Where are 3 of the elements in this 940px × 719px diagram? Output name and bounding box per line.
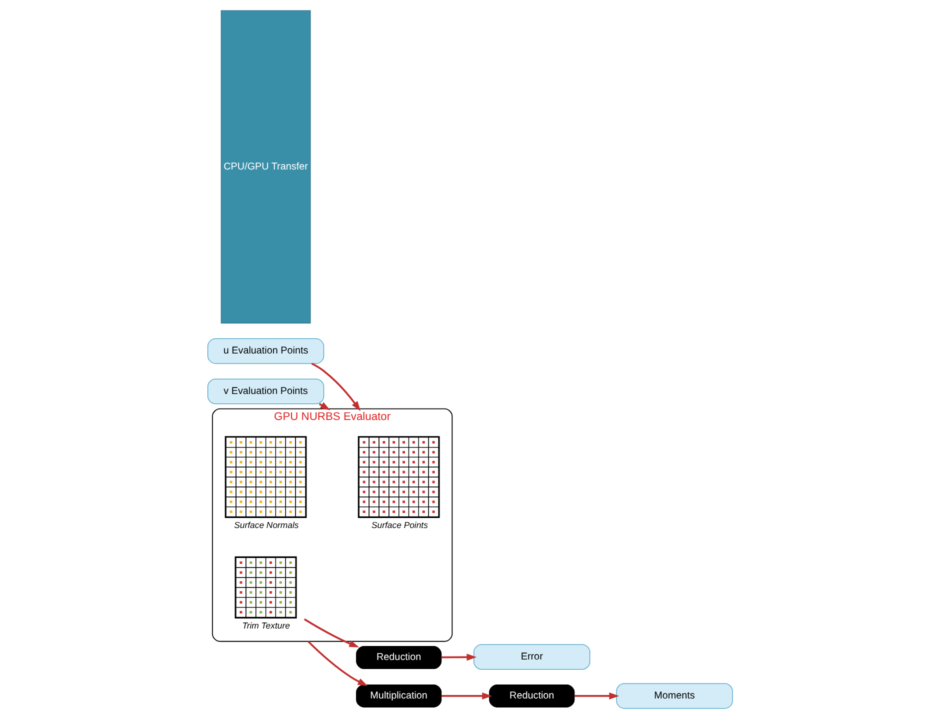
- node-label: Surface Normals: [234, 520, 299, 530]
- node-label: Surface Points: [372, 520, 428, 530]
- node-label: Trim Texture: [242, 620, 290, 630]
